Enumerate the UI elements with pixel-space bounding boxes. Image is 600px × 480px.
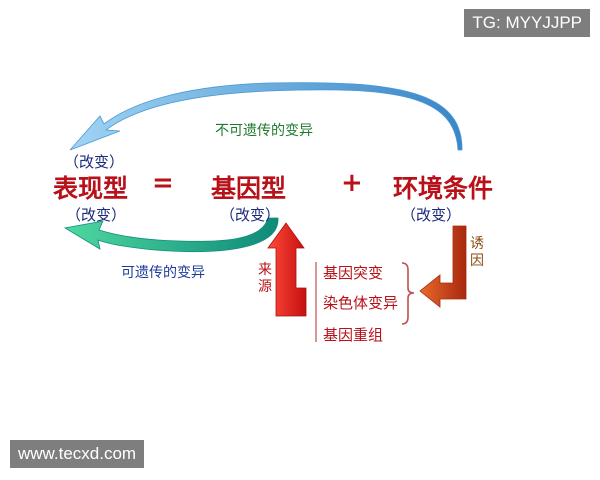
source-item-gene-recombination: 基因重组 <box>323 326 384 344</box>
induce-arrow-icon <box>419 225 467 308</box>
source-arrow-icon <box>267 222 307 317</box>
environment-term: 环境条件 <box>393 174 494 203</box>
change-label-below-phenotype: （改变） <box>66 206 127 224</box>
change-label-below-genotype: （改变） <box>220 206 281 224</box>
induce-label: 诱因 <box>470 236 484 269</box>
equals-sign: = <box>152 168 174 198</box>
bottom-curved-arrow-icon <box>63 217 279 253</box>
source-item-gene-mutation: 基因突变 <box>323 264 384 282</box>
sources-brace-icon <box>401 262 415 325</box>
source-item-chromosome-variation: 染色体变异 <box>323 294 399 312</box>
watermark-top-right: TG: MYYJJPP <box>464 9 590 37</box>
watermark-bottom-left: www.tecxd.com <box>10 440 145 468</box>
heritable-variation-label: 可遗传的变异 <box>121 265 205 281</box>
change-label-above-phenotype: （改变） <box>64 153 125 171</box>
non-heritable-variation-label: 不可遗传的变异 <box>215 123 313 139</box>
plus-sign: + <box>341 168 363 198</box>
source-label: 来源 <box>258 262 272 295</box>
change-label-below-environment: （改变） <box>401 206 462 224</box>
top-curved-arrow-icon <box>69 82 463 151</box>
genotype-term: 基因型 <box>211 174 287 203</box>
phenotype-term: 表现型 <box>53 174 129 203</box>
